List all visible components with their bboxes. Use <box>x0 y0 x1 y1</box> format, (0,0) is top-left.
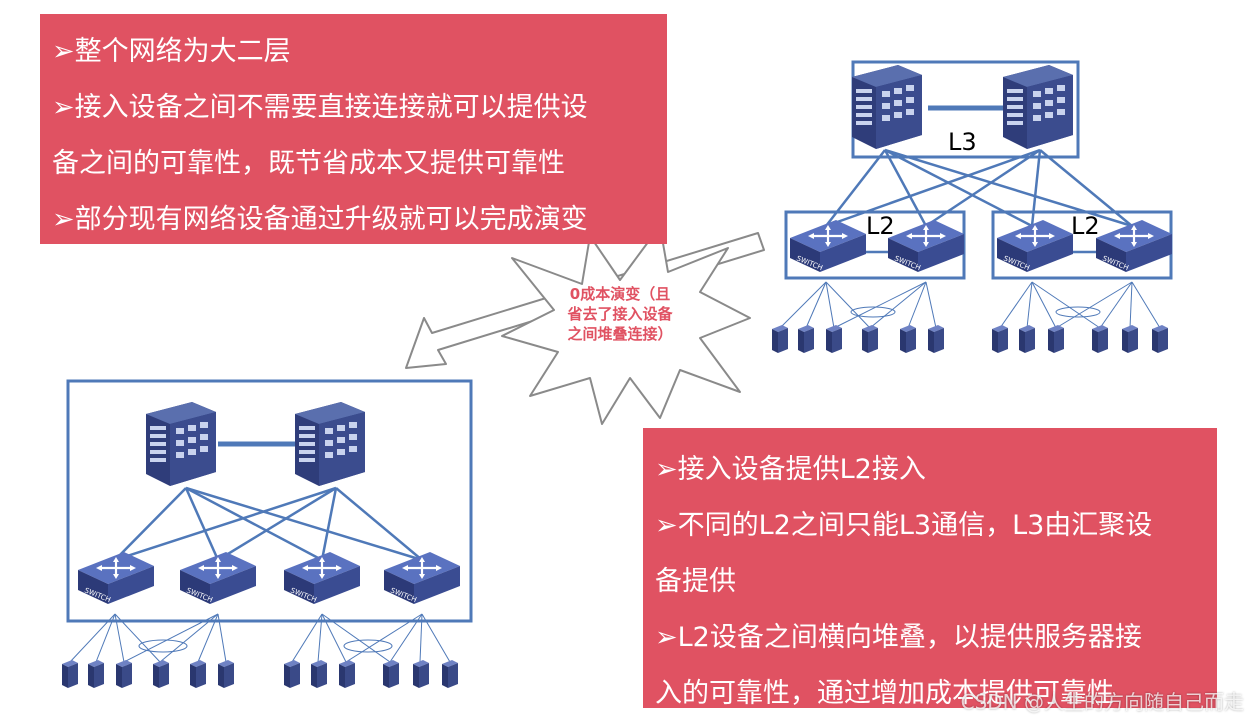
switch-icon <box>788 218 868 274</box>
core-switch-icon <box>146 402 216 486</box>
bottom-line: 入的可靠性，通过增加成本提供可靠性 <box>655 678 1114 709</box>
top-line: ➢部分现有网络设备通过升级就可以完成演变 <box>52 204 588 235</box>
burst-line: 0成本演变（且 <box>569 285 671 303</box>
l2-label-left: L2 <box>866 212 895 240</box>
server-group <box>772 325 1168 353</box>
bottom-line: ➢接入设备提供L2接入 <box>655 454 926 485</box>
l2-label-right: L2 <box>1071 212 1100 240</box>
watermark: CSDN @人生的方向随自己而走 <box>960 690 1244 714</box>
top-description-box: ➢整个网络为大二层 ➢接入设备之间不需要直接连接就可以提供设 备之间的可靠性，既… <box>40 14 667 244</box>
l3-label: L3 <box>948 128 977 156</box>
top-line: ➢整个网络为大二层 <box>52 36 291 67</box>
burst-line: 之间堆叠连接） <box>567 325 673 343</box>
burst-line: 省去了接入设备 <box>567 305 673 323</box>
core-switch-icon <box>852 65 922 149</box>
switch-icon <box>178 550 258 606</box>
switch-icon <box>995 218 1075 274</box>
top-line: ➢接入设备之间不需要直接连接就可以提供设 <box>52 92 588 123</box>
switch-icon <box>1094 218 1174 274</box>
switch-icon <box>886 218 966 274</box>
top-right-network <box>772 60 1174 353</box>
bottom-left-network <box>62 379 473 688</box>
core-switch-icon <box>1003 65 1073 149</box>
bottom-line: 备提供 <box>655 566 736 597</box>
bottom-line: ➢不同的L2之间只能L3通信，L3由汇聚设 <box>655 510 1153 541</box>
switch-icon <box>282 550 362 606</box>
server-group <box>62 660 458 688</box>
switch-icon <box>382 550 462 606</box>
bottom-description-box: ➢接入设备提供L2接入 ➢不同的L2之间只能L3通信，L3由汇聚设 备提供 ➢L… <box>643 428 1217 709</box>
top-line: 备之间的可靠性，既节省成本又提供可靠性 <box>52 148 565 179</box>
single-frame <box>66 379 473 623</box>
bottom-line: ➢L2设备之间横向堆叠，以提供服务器接 <box>655 622 1142 653</box>
burst-shape-icon <box>501 225 751 425</box>
core-switch-icon <box>295 402 365 486</box>
switch-icon <box>76 550 156 606</box>
burst-caption: 0成本演变（且 省去了接入设备 之间堆叠连接） <box>540 284 700 344</box>
